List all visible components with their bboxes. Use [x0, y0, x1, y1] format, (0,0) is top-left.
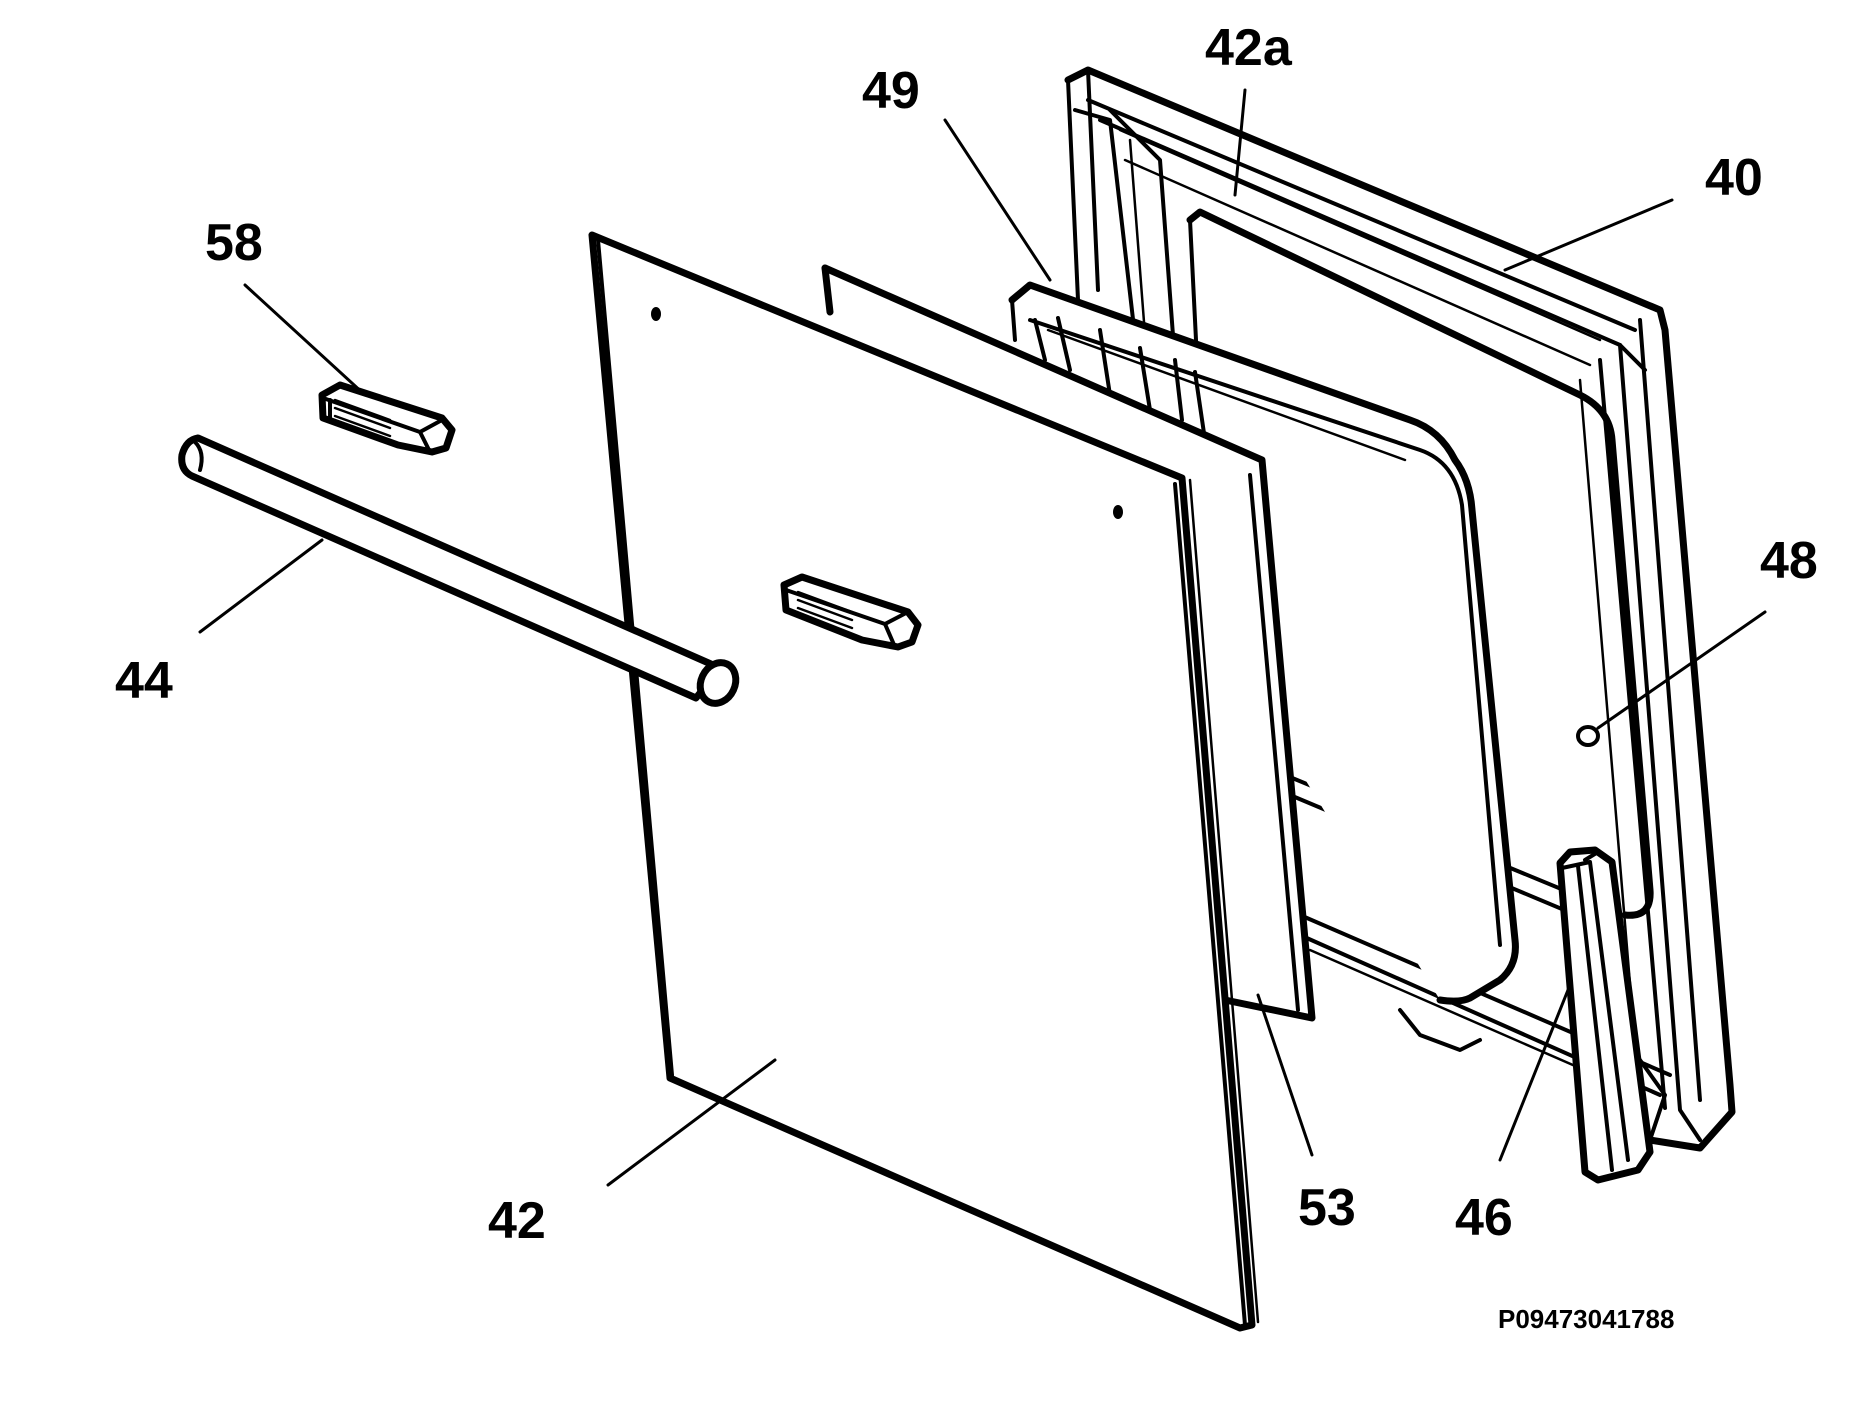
- handle-bracket-mounted: [780, 573, 922, 651]
- label-42: 42: [488, 1192, 546, 1250]
- label-46: 46: [1455, 1189, 1513, 1247]
- leader-58: [243, 283, 367, 397]
- leader-46: [1498, 983, 1572, 1162]
- callout-labels: 42a 49 40 58 48 44 53 46 42 P09473041788: [115, 19, 1818, 1334]
- label-42a: 42a: [1205, 19, 1293, 77]
- front-glass-part: [588, 231, 1260, 1332]
- leader-53: [1256, 993, 1314, 1157]
- label-49: 49: [862, 62, 920, 120]
- leader-49: [943, 118, 1052, 282]
- label-53: 53: [1298, 1179, 1356, 1237]
- label-44: 44: [115, 652, 173, 710]
- leader-42: [606, 1058, 777, 1187]
- label-40: 40: [1705, 149, 1763, 207]
- leader-lines: [198, 88, 1767, 1187]
- hinge-part: [1556, 846, 1654, 1184]
- leader-48: [1596, 610, 1767, 730]
- drawing-code: P09473041788: [1498, 1304, 1674, 1334]
- handle-bracket-part: [318, 381, 456, 456]
- leader-40: [1503, 198, 1674, 272]
- label-48: 48: [1760, 532, 1818, 590]
- handle-rod-part: [178, 434, 740, 707]
- label-58: 58: [205, 214, 263, 272]
- leader-44: [198, 538, 324, 634]
- leader-42a: [1233, 88, 1247, 197]
